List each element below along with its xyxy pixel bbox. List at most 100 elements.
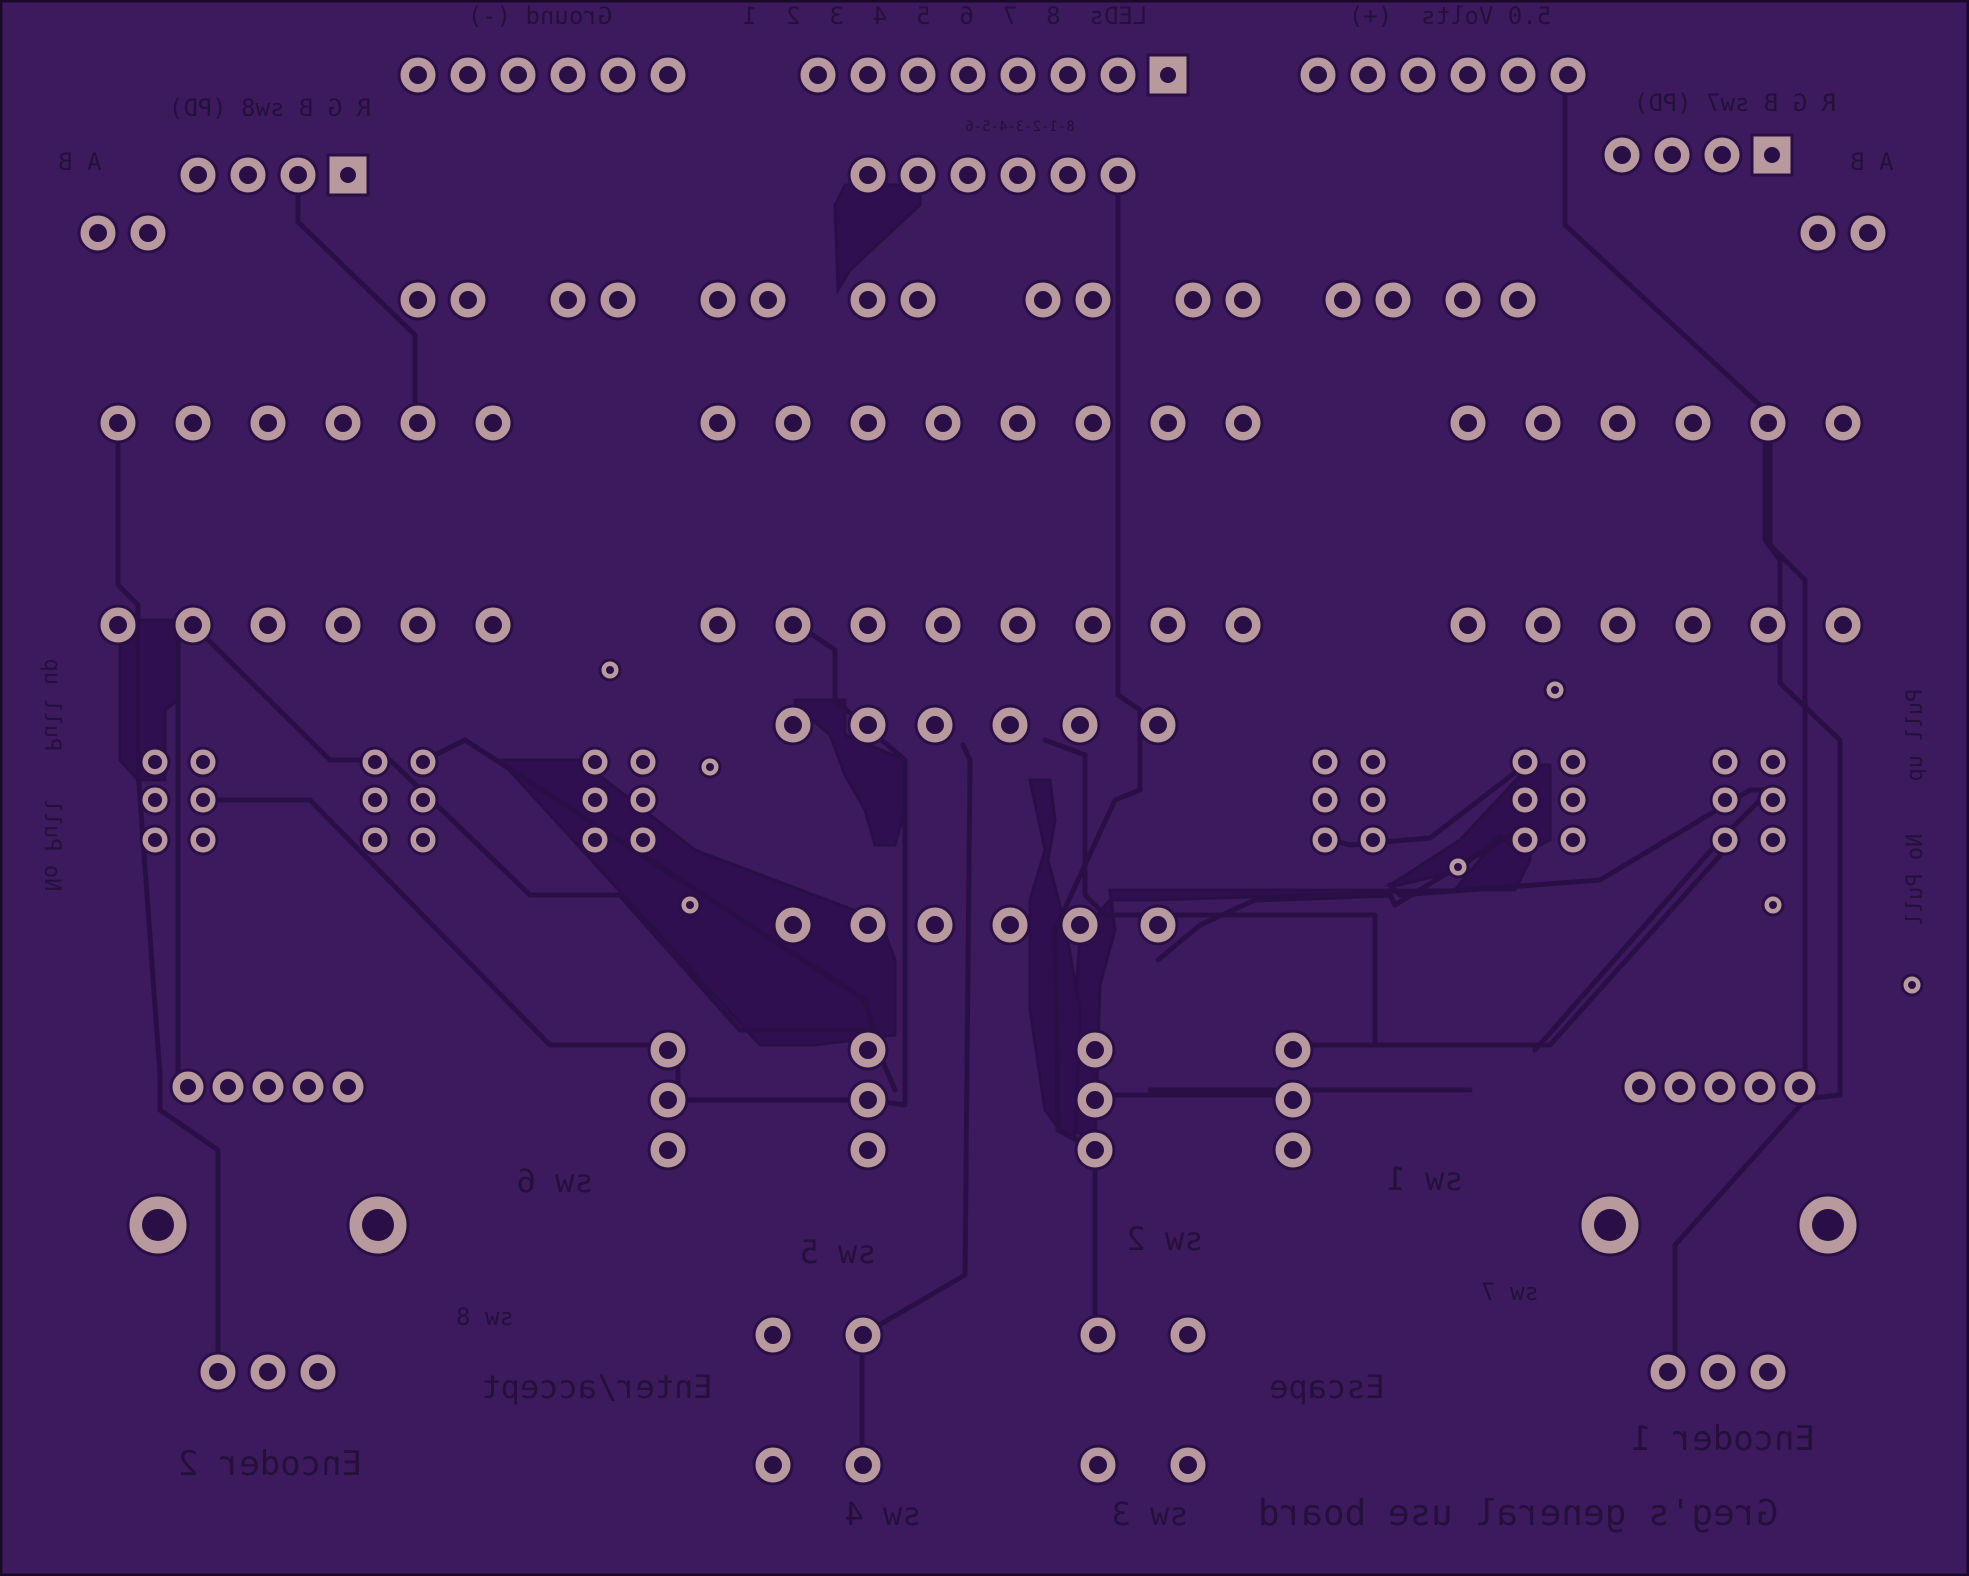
pad-drill-hole	[1509, 291, 1527, 309]
pad-drill-hole	[1518, 793, 1532, 807]
pad-drill-hole	[1318, 833, 1332, 847]
pad-drill-hole	[1908, 981, 1916, 989]
pad-drill-hole	[1766, 793, 1780, 807]
pad-drill-hole	[1109, 166, 1127, 184]
pad-drill-hole	[109, 414, 127, 432]
copper-trace	[115, 420, 221, 1375]
pad-drill-hole	[1609, 616, 1627, 634]
pad-drill-hole	[659, 66, 677, 84]
pad-drill-hole	[1149, 716, 1167, 734]
pad-drill-hole	[764, 1456, 782, 1474]
pad-drill-hole	[1001, 716, 1019, 734]
pad-drill-hole	[1764, 147, 1780, 163]
pad-drill-hole	[1366, 833, 1380, 847]
pad-drill-hole	[636, 833, 650, 847]
pad-drill-hole	[1334, 291, 1352, 309]
pad-drill-hole	[1613, 146, 1631, 164]
pad-drill-hole	[1459, 616, 1477, 634]
no-pull-right-label: No Pull	[1903, 834, 1928, 927]
escape-label: Escape	[1269, 1368, 1385, 1406]
pad-drill-hole	[559, 291, 577, 309]
pad-drill-hole	[259, 1363, 277, 1381]
pad-drill-hole	[184, 616, 202, 634]
pad-drill-hole	[260, 1079, 276, 1095]
pad-drill-hole	[1084, 291, 1102, 309]
pad-drill-hole	[926, 916, 944, 934]
pad-drill-hole	[606, 666, 614, 674]
pad-drill-hole	[926, 716, 944, 734]
pad-drill-hole	[1559, 66, 1577, 84]
pad-drill-hole	[1752, 1079, 1768, 1095]
pad-drill-hole	[1809, 224, 1827, 242]
pad-drill-hole	[1184, 291, 1202, 309]
sw3-label: sw 3	[1111, 1495, 1188, 1533]
pad-drill-hole	[196, 793, 210, 807]
pad-drill-hole	[1084, 616, 1102, 634]
ab-right-label: A B	[1850, 148, 1893, 176]
pad-drill-hole	[334, 616, 352, 634]
pad-drill-hole	[709, 414, 727, 432]
pad-drill-hole	[259, 616, 277, 634]
sw6-label: sw 6	[516, 1162, 593, 1200]
pad-drill-hole	[1179, 1326, 1197, 1344]
pad-drill-hole	[609, 66, 627, 84]
pad-drill-hole	[484, 616, 502, 634]
header-volts-label: 5.0 Volts (+)	[1349, 2, 1551, 30]
pad-drill-hole	[1309, 66, 1327, 84]
pad-drill-hole	[1159, 616, 1177, 634]
copper-trace	[1387, 787, 1778, 898]
sw2-label: sw 2	[1126, 1220, 1203, 1258]
pad-drill-hole	[1059, 66, 1077, 84]
copper-trace	[295, 170, 418, 426]
pad-drill-hole	[1160, 67, 1176, 83]
pad-drill-hole	[1769, 901, 1777, 909]
enter-accept-label: Enter/accept	[481, 1368, 712, 1406]
silkscreen: Ground (-) LEDs 8 7 6 5 4 3 2 1 5.0 Volt…	[39, 2, 1928, 1534]
pad-drill-hole	[459, 66, 477, 84]
pad-drill-hole	[259, 414, 277, 432]
pad-drill-hole	[196, 755, 210, 769]
pad-drill-hole	[196, 833, 210, 847]
pad-drill-hole	[809, 66, 827, 84]
pad-drill-hole	[1284, 1141, 1302, 1159]
pad-drill-hole	[859, 291, 877, 309]
pad-drill-hole	[509, 66, 527, 84]
pad-drill-hole	[409, 66, 427, 84]
pad-drill-hole	[362, 1209, 394, 1241]
pad-drill-hole	[340, 167, 356, 183]
pad-drill-hole	[334, 414, 352, 432]
pad-drill-hole	[659, 1141, 677, 1159]
pads	[77, 53, 1924, 1486]
copper-trace	[1287, 847, 1728, 1048]
pad-drill-hole	[706, 763, 714, 771]
pad-drill-hole	[180, 1079, 196, 1095]
pad-drill-hole	[368, 755, 382, 769]
pad-drill-hole	[709, 291, 727, 309]
pad-drill-hole	[289, 166, 307, 184]
pad-drill-hole	[1834, 616, 1852, 634]
pad-drill-hole	[959, 166, 977, 184]
pad-drill-hole	[859, 414, 877, 432]
copper-trace	[859, 742, 973, 1468]
pad-drill-hole	[859, 166, 877, 184]
pad-drill-hole	[709, 616, 727, 634]
pad-drill-hole	[1009, 616, 1027, 634]
pad-drill-hole	[1086, 1091, 1104, 1109]
ab-left-label: A B	[58, 148, 101, 176]
led-order-label: 8-1-2-3-4-5-6	[965, 119, 1075, 135]
pad-drill-hole	[859, 916, 877, 934]
pad-drill-hole	[1759, 616, 1777, 634]
pad-drill-hole	[409, 616, 427, 634]
pad-drill-hole	[1759, 1363, 1777, 1381]
pad-drill-hole	[1084, 414, 1102, 432]
pad-drill-hole	[1718, 833, 1732, 847]
pad-drill-hole	[416, 755, 430, 769]
pad-drill-hole	[1672, 1079, 1688, 1095]
sw8-rgb-label: R G B sw8 (PD)	[169, 94, 371, 122]
pad-drill-hole	[1718, 793, 1732, 807]
pad-drill-hole	[1109, 66, 1127, 84]
copper-trace	[1562, 72, 1843, 1103]
pad-drill-hole	[409, 291, 427, 309]
pad-drill-hole	[686, 901, 694, 909]
